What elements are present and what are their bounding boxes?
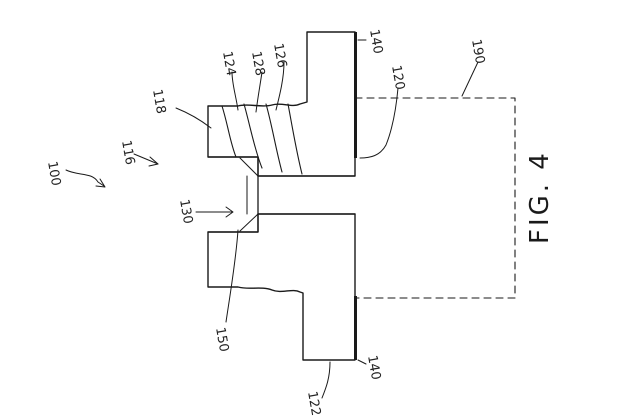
leader-126 bbox=[275, 61, 285, 111]
thread-line-4 bbox=[287, 103, 303, 175]
leader-116 bbox=[133, 153, 159, 165]
lower-body-section bbox=[207, 213, 356, 361]
figure-caption: FIG. 4 bbox=[525, 150, 555, 244]
leader-130-arrow bbox=[225, 206, 234, 218]
label-140-bottom: 140 bbox=[364, 354, 383, 381]
label-122: 122 bbox=[304, 390, 323, 417]
leader-100-arrow bbox=[95, 178, 106, 188]
label-124: 124 bbox=[219, 50, 238, 77]
label-140-top: 140 bbox=[366, 28, 385, 55]
thread-line-2 bbox=[243, 103, 263, 169]
leader-140-bottom bbox=[357, 359, 367, 365]
label-126: 126 bbox=[270, 42, 289, 69]
thread-line-1 bbox=[221, 105, 237, 158]
chamfer-upper bbox=[239, 157, 259, 177]
leader-118 bbox=[175, 107, 212, 129]
label-130: 130 bbox=[176, 198, 195, 225]
chamfer-lower bbox=[239, 213, 259, 232]
pad-upper bbox=[354, 32, 357, 158]
label-128: 128 bbox=[248, 50, 267, 77]
label-120: 120 bbox=[388, 64, 407, 91]
thread-line-3 bbox=[265, 103, 283, 173]
leader-128 bbox=[255, 71, 263, 113]
leader-120 bbox=[359, 87, 399, 159]
leader-122 bbox=[321, 361, 331, 399]
leader-116-arrow bbox=[148, 156, 159, 167]
leader-100 bbox=[65, 169, 105, 187]
counterbore-cavity bbox=[207, 156, 259, 233]
label-116: 116 bbox=[118, 139, 137, 166]
label-190: 190 bbox=[468, 38, 487, 65]
leader-150 bbox=[225, 229, 239, 323]
region-dashed-outline bbox=[354, 97, 516, 299]
leader-124 bbox=[231, 71, 239, 111]
leader-190 bbox=[461, 61, 479, 97]
label-150: 150 bbox=[212, 326, 231, 353]
label-118: 118 bbox=[149, 88, 168, 115]
pad-lower bbox=[354, 296, 357, 360]
label-100: 100 bbox=[44, 160, 63, 187]
